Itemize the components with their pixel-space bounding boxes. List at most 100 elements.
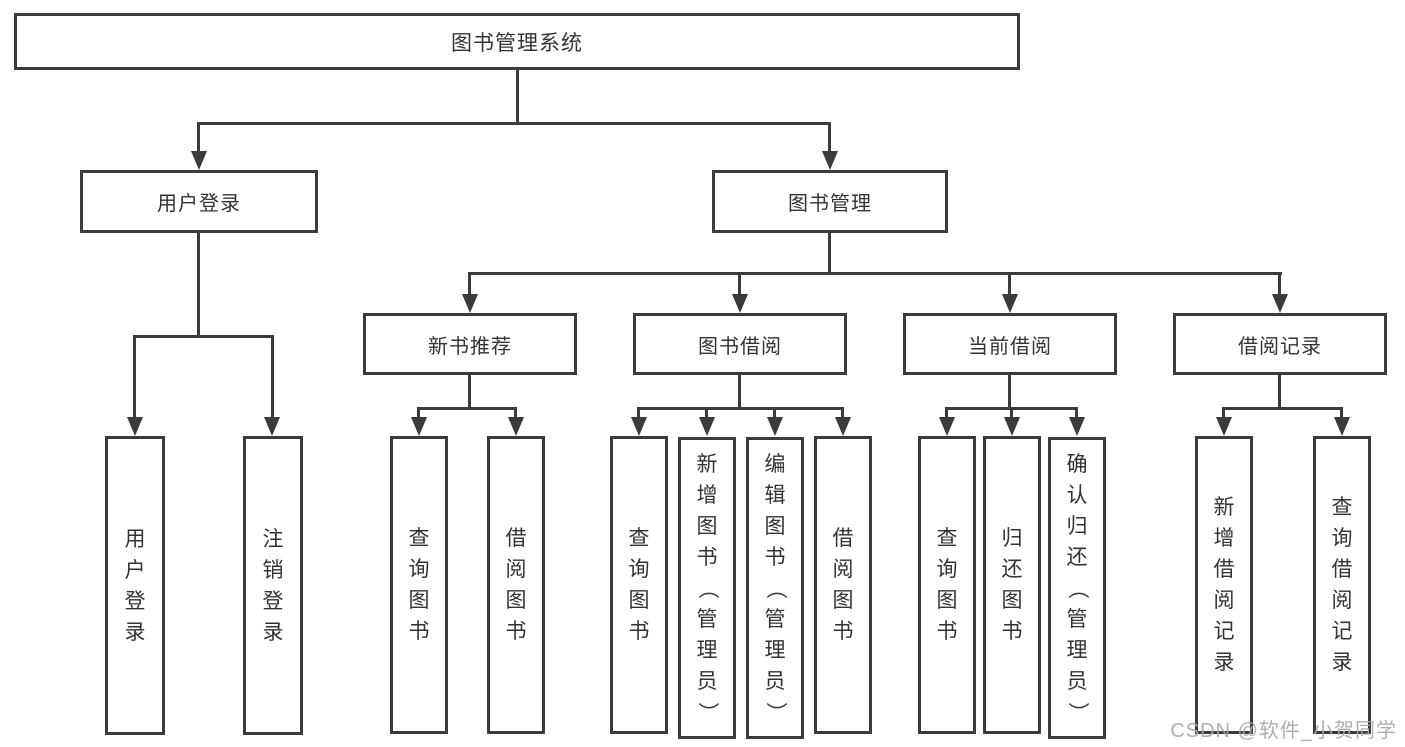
- vertical-char: 录: [1331, 651, 1353, 674]
- connector-line: [417, 407, 517, 410]
- leaf-add-borrow-record: 新增借阅记录: [1195, 436, 1253, 734]
- vertical-char: （: [763, 577, 787, 599]
- connector-line: [1008, 272, 1011, 296]
- vertical-char: 询: [628, 558, 650, 581]
- arrowhead-down-icon: [835, 417, 851, 436]
- connector-line: [828, 233, 831, 272]
- leaf-query-borrow-record: 查询借阅记录: [1313, 436, 1371, 734]
- vertical-char: 员: [1066, 669, 1088, 693]
- connector-line: [738, 375, 741, 407]
- node-label: 图书借阅: [698, 335, 782, 358]
- vertical-char: 查: [628, 527, 650, 550]
- leaf-borrow-books-recommend: 借阅图书: [487, 436, 545, 734]
- vertical-char: 查: [1331, 496, 1353, 519]
- connector-line: [197, 122, 200, 153]
- vertical-char: 认: [1066, 483, 1088, 507]
- node-current-borrow: 当前借阅: [903, 313, 1117, 375]
- vertical-char: 书: [936, 620, 958, 643]
- connector-line: [271, 335, 274, 418]
- vertical-char: ）: [695, 701, 719, 723]
- node-book-borrow: 图书借阅: [633, 313, 847, 375]
- arrowhead-down-icon: [1334, 417, 1350, 436]
- vertical-char: ）: [1065, 701, 1089, 723]
- connector-line: [828, 122, 831, 153]
- vertical-char: 登: [124, 589, 146, 613]
- leaf-query-books-recommend: 查询图书: [390, 436, 448, 734]
- arrowhead-down-icon: [939, 417, 955, 436]
- vertical-char: 录: [1213, 651, 1235, 674]
- vertical-char: 图: [408, 589, 430, 612]
- vertical-char: 销: [262, 558, 284, 582]
- vertical-char: 查: [408, 527, 430, 550]
- connector-line: [468, 272, 471, 296]
- node-library-system: 图书管理系统: [14, 13, 1020, 70]
- vertical-char: 阅: [1331, 589, 1353, 612]
- vertical-char: 询: [936, 558, 958, 581]
- vertical-char: 阅: [1213, 589, 1235, 612]
- connector-line: [1340, 407, 1343, 418]
- arrowhead-down-icon: [1002, 294, 1018, 313]
- vertical-char: 登: [262, 589, 284, 613]
- vertical-char: 管: [1066, 607, 1088, 631]
- vertical-char: 阅: [505, 558, 527, 581]
- arrowhead-down-icon: [822, 151, 838, 170]
- vertical-char: 图: [1001, 589, 1023, 612]
- vertical-char: 书: [505, 620, 527, 643]
- vertical-char: 记: [1213, 620, 1235, 643]
- node-borrow-records: 借阅记录: [1173, 313, 1387, 375]
- vertical-char: 查: [936, 527, 958, 550]
- connector-line: [1075, 407, 1078, 418]
- vertical-char: 记: [1331, 620, 1353, 643]
- arrowhead-down-icon: [1272, 294, 1288, 313]
- arrowhead-down-icon: [631, 417, 647, 436]
- connector-line: [468, 272, 1282, 275]
- connector-line: [1010, 407, 1013, 418]
- vertical-char: 图: [832, 589, 854, 612]
- node-label: 借阅记录: [1238, 335, 1322, 358]
- vertical-char: 图: [936, 589, 958, 612]
- connector-line: [705, 407, 708, 418]
- vertical-char: 归: [1001, 527, 1023, 550]
- connector-line: [197, 122, 831, 125]
- vertical-char: （: [695, 577, 719, 599]
- vertical-char: 书: [764, 545, 786, 569]
- connector-line: [516, 70, 519, 122]
- vertical-char: 理: [764, 638, 786, 662]
- connector-line: [1222, 407, 1225, 418]
- node-user-login: 用户登录: [80, 170, 318, 233]
- vertical-char: 图: [505, 589, 527, 612]
- vertical-char: 借: [832, 527, 854, 550]
- vertical-char: 理: [696, 638, 718, 662]
- connector-line: [1278, 375, 1281, 407]
- vertical-char: 书: [408, 620, 430, 643]
- node-label: 图书管理系统: [451, 31, 583, 55]
- vertical-char: ）: [763, 701, 787, 723]
- vertical-char: 图: [764, 514, 786, 538]
- vertical-char: 借: [505, 527, 527, 550]
- vertical-char: 录: [124, 620, 146, 644]
- arrowhead-down-icon: [508, 417, 524, 436]
- node-label: 用户登录: [157, 193, 241, 215]
- vertical-char: 询: [1331, 527, 1353, 550]
- leaf-edit-books-admin: 编辑图书（管理员）: [746, 437, 804, 739]
- vertical-char: 图: [696, 514, 718, 538]
- connector-line: [1008, 375, 1011, 407]
- vertical-char: 借: [1213, 558, 1235, 581]
- vertical-char: 新: [696, 452, 718, 476]
- arrowhead-down-icon: [1216, 417, 1232, 436]
- arrowhead-down-icon: [127, 417, 143, 436]
- connector-line: [1278, 272, 1281, 296]
- node-book-management: 图书管理: [712, 170, 948, 233]
- vertical-char: 增: [696, 483, 718, 507]
- node-label: 当前借阅: [968, 335, 1052, 358]
- connector-line: [1222, 407, 1343, 410]
- vertical-char: 员: [696, 669, 718, 693]
- connector-line: [637, 407, 640, 418]
- leaf-logout: 注销登录: [243, 436, 303, 735]
- connector-line: [738, 272, 741, 296]
- connector-line: [468, 375, 471, 407]
- vertical-char: 管: [764, 607, 786, 631]
- vertical-char: 归: [1066, 514, 1088, 538]
- vertical-char: 书: [628, 620, 650, 643]
